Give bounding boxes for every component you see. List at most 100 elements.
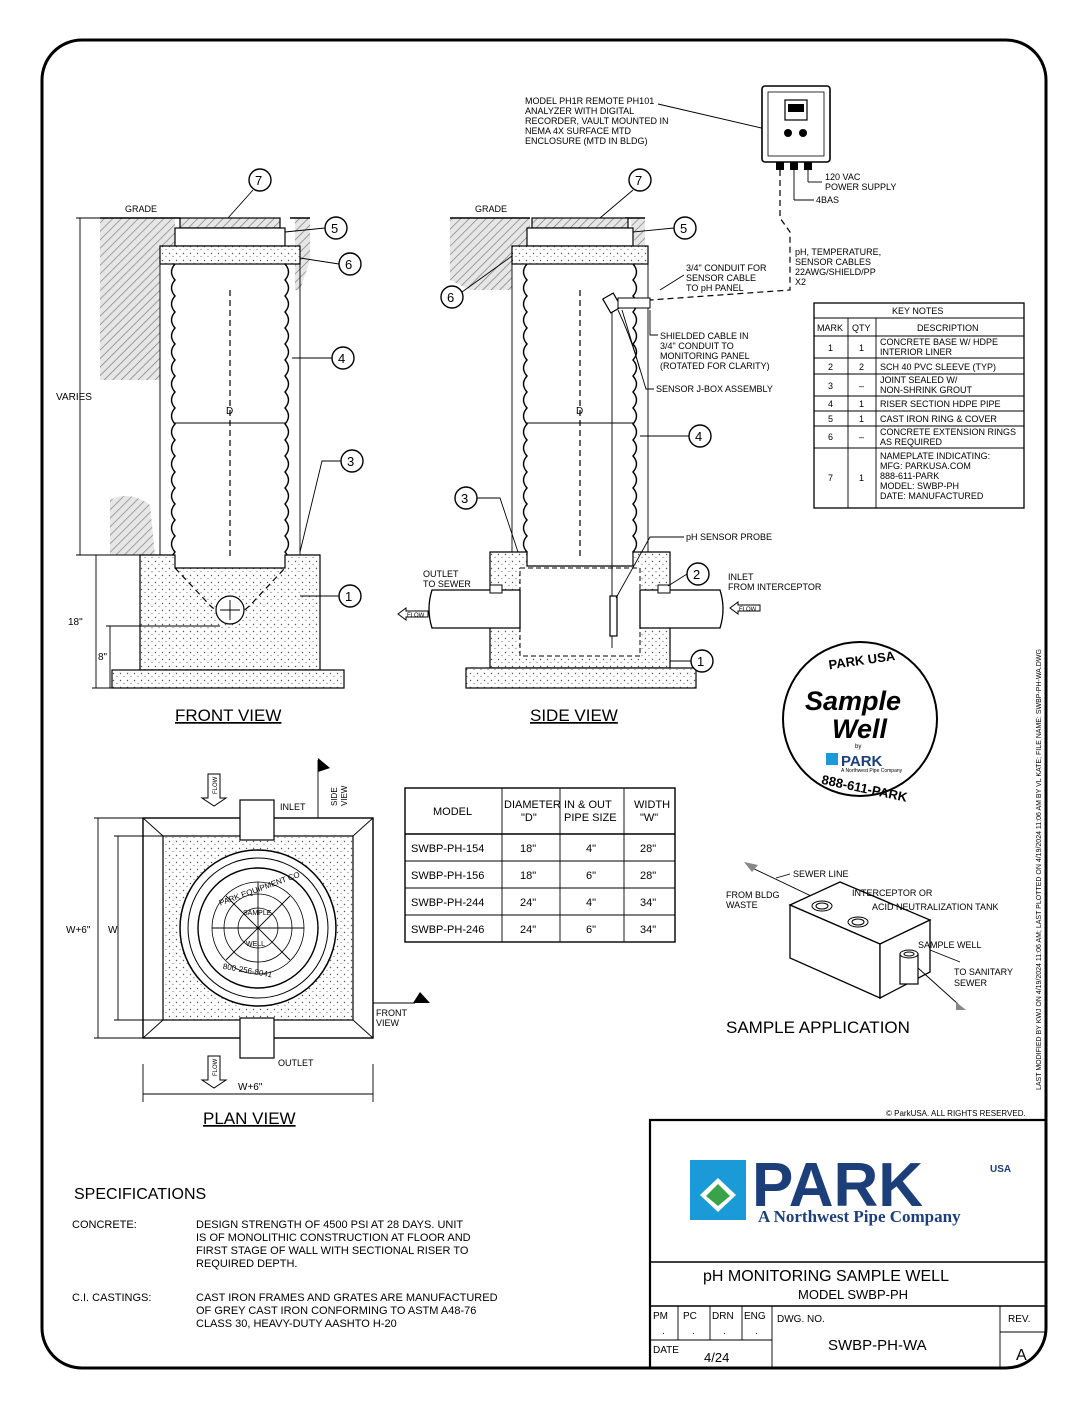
svg-text:PIPE SIZE: PIPE SIZE xyxy=(564,812,617,824)
svg-text:.: . xyxy=(662,1326,665,1337)
svg-text:1: 1 xyxy=(345,589,352,604)
sample-well-badge: PARK USA Sample Well by PARK A Northwest… xyxy=(782,641,938,805)
svg-text:SWBP-PH-244: SWBP-PH-244 xyxy=(411,897,484,909)
svg-text:RISER SECTION HDPE PIPE: RISER SECTION HDPE PIPE xyxy=(880,399,1001,409)
svg-text:888-611-PARK: 888-611-PARK xyxy=(880,471,939,481)
svg-text:OUTLET: OUTLET xyxy=(278,1058,314,1068)
svg-text:SWBP-PH-WA: SWBP-PH-WA xyxy=(828,1337,927,1354)
svg-text:2: 2 xyxy=(828,362,833,372)
plan-view: PARK EQUIPMENT CO SAMPLE WELL 800-256-80… xyxy=(66,758,430,1102)
svg-text:QTY: QTY xyxy=(852,323,871,333)
svg-text:3: 3 xyxy=(347,454,354,469)
svg-text:FLOW: FLOW xyxy=(213,776,219,794)
park-usa-logo: PARK USA A Northwest Pipe Company xyxy=(690,1151,1011,1226)
svg-text:MODEL SWBP-PH: MODEL SWBP-PH xyxy=(798,1287,908,1302)
svg-text:.: . xyxy=(755,1326,758,1337)
svg-text:PARK: PARK xyxy=(841,753,883,770)
svg-text:WELL: WELL xyxy=(246,941,265,948)
svg-text:"W": "W" xyxy=(640,812,658,824)
svg-text:CAST IRON FRAMES AND GRATES AR: CAST IRON FRAMES AND GRATES ARE MANUFACT… xyxy=(196,1292,498,1304)
svg-text:3: 3 xyxy=(828,381,833,391)
svg-text:4BAS: 4BAS xyxy=(816,195,839,205)
svg-text:RECORDER, VAULT MOUNTED IN: RECORDER, VAULT MOUNTED IN xyxy=(525,116,669,126)
svg-text:3: 3 xyxy=(461,491,468,506)
svg-text:MONITORING PANEL: MONITORING PANEL xyxy=(660,351,750,361)
svg-text:.: . xyxy=(723,1326,726,1337)
copyright: © ParkUSA. ALL RIGHTS RESERVED. xyxy=(886,1109,1026,1118)
svg-text:6": 6" xyxy=(586,870,596,882)
svg-text:JOINT SEALED W/: JOINT SEALED W/ xyxy=(880,375,958,385)
svg-text:AS REQUIRED: AS REQUIRED xyxy=(880,437,943,447)
svg-text:NON-SHRINK GROUT: NON-SHRINK GROUT xyxy=(880,385,973,395)
svg-text:PC: PC xyxy=(683,1311,697,1322)
file-info-note: LAST MODIFIED BY KWJ ON 4/19/2024 11:06 … xyxy=(1036,649,1043,1090)
svg-text:(ROTATED FOR CLARITY): (ROTATED FOR CLARITY) xyxy=(660,361,770,371)
svg-text:4": 4" xyxy=(586,843,596,855)
svg-text:INLET: INLET xyxy=(280,802,306,812)
svg-text:NEMA 4X SURFACE MTD: NEMA 4X SURFACE MTD xyxy=(525,126,632,136)
model-table: MODEL DIAMETER "D" IN & OUT PIPE SIZE WI… xyxy=(404,787,676,943)
title-block: PARK USA A Northwest Pipe Company pH MON… xyxy=(648,1118,1046,1368)
svg-text:NAMEPLATE INDICATING:: NAMEPLATE INDICATING: xyxy=(880,451,990,461)
svg-text:.: . xyxy=(692,1326,695,1337)
svg-text:SWBP-PH-154: SWBP-PH-154 xyxy=(411,843,484,855)
svg-text:D: D xyxy=(576,406,583,417)
svg-text:1: 1 xyxy=(828,343,833,353)
svg-text:"D": "D" xyxy=(521,812,537,824)
svg-text:FLOW: FLOW xyxy=(213,1058,219,1076)
svg-text:FLOW: FLOW xyxy=(739,607,757,613)
key-notes-table: KEY NOTES MARK QTY DESCRIPTION 1 1 CONCR… xyxy=(813,302,1025,509)
svg-text:OUTLET: OUTLET xyxy=(423,569,459,579)
svg-text:1: 1 xyxy=(859,343,864,353)
flow-arrow-inlet: FLOW xyxy=(729,601,761,615)
analyzer-callout: MODEL PH1R REMOTE PH101 ANALYZER WITH DI… xyxy=(525,96,771,146)
svg-text:C.I. CASTINGS:: C.I. CASTINGS: xyxy=(72,1292,151,1304)
mark-callouts: 7 5 6 4 3 1 7 5 6 4 3 2 1 xyxy=(227,168,714,673)
svg-text:4: 4 xyxy=(695,429,702,444)
svg-text:MARK: MARK xyxy=(817,323,843,333)
plan-view-title: PLAN VIEW xyxy=(203,1109,296,1128)
svg-text:24": 24" xyxy=(520,897,536,909)
svg-text:pH MONITORING SAMPLE WELL: pH MONITORING SAMPLE WELL xyxy=(703,1268,949,1285)
svg-text:5: 5 xyxy=(680,221,687,236)
svg-text:2: 2 xyxy=(859,362,864,372)
svg-text:6: 6 xyxy=(447,290,454,305)
flow-arrow-outlet: FLOW xyxy=(397,607,429,621)
svg-text:SWBP-PH-156: SWBP-PH-156 xyxy=(411,870,484,882)
svg-text:FROM BLDG: FROM BLDG xyxy=(726,890,780,900)
front-view: GRADE D VARIES 18" 8" xyxy=(56,204,345,689)
svg-text:6: 6 xyxy=(828,432,833,442)
svg-text:by: by xyxy=(855,744,861,750)
svg-text:DRN: DRN xyxy=(712,1311,734,1322)
svg-text:SCH 40 PVC SLEEVE (TYP): SCH 40 PVC SLEEVE (TYP) xyxy=(880,362,996,372)
svg-text:18": 18" xyxy=(520,870,536,882)
svg-text:FIRST STAGE OF WALL WITH SECTI: FIRST STAGE OF WALL WITH SECTIONAL RISER… xyxy=(196,1245,469,1257)
svg-text:WASTE: WASTE xyxy=(726,900,758,910)
svg-text:SIDE: SIDE xyxy=(330,787,339,806)
svg-text:X2: X2 xyxy=(795,277,806,287)
svg-text:VARIES: VARIES xyxy=(56,392,92,403)
svg-text:USA: USA xyxy=(990,1164,1011,1175)
svg-text:SAMPLE: SAMPLE xyxy=(243,910,272,917)
svg-text:MODEL: MODEL xyxy=(433,806,472,818)
svg-text:DESIGN STRENGTH OF 4500 PSI AT: DESIGN STRENGTH OF 4500 PSI AT 28 DAYS. … xyxy=(196,1219,463,1231)
svg-text:IS OF MONOLITHIC CONSTRUCTION: IS OF MONOLITHIC CONSTRUCTION AT FLOOR A… xyxy=(196,1232,471,1244)
svg-text:SHIELDED CABLE IN: SHIELDED CABLE IN xyxy=(660,331,749,341)
svg-text:2: 2 xyxy=(693,567,700,582)
svg-text:PARK: PARK xyxy=(752,1151,923,1220)
svg-text:4/24: 4/24 xyxy=(704,1350,729,1365)
svg-text:DIAMETER: DIAMETER xyxy=(504,799,561,811)
svg-text:W+6": W+6" xyxy=(238,1082,263,1093)
analyzer-enclosure-icon xyxy=(761,85,831,170)
svg-text:120 VAC: 120 VAC xyxy=(825,172,861,182)
side-view: GRADE D FLOW FLOW xyxy=(397,204,822,689)
svg-text:MODEL: SWBP-PH: MODEL: SWBP-PH xyxy=(880,481,959,491)
svg-text:ANALYZER WITH DIGITAL: ANALYZER WITH DIGITAL xyxy=(525,106,634,116)
svg-text:GRADE: GRADE xyxy=(125,204,157,214)
svg-text:1: 1 xyxy=(697,654,704,669)
svg-text:8": 8" xyxy=(98,652,108,663)
svg-text:FRONT: FRONT xyxy=(376,1008,407,1018)
svg-text:POWER SUPPLY: POWER SUPPLY xyxy=(825,182,896,192)
svg-text:REQUIRED DEPTH.: REQUIRED DEPTH. xyxy=(196,1258,297,1270)
